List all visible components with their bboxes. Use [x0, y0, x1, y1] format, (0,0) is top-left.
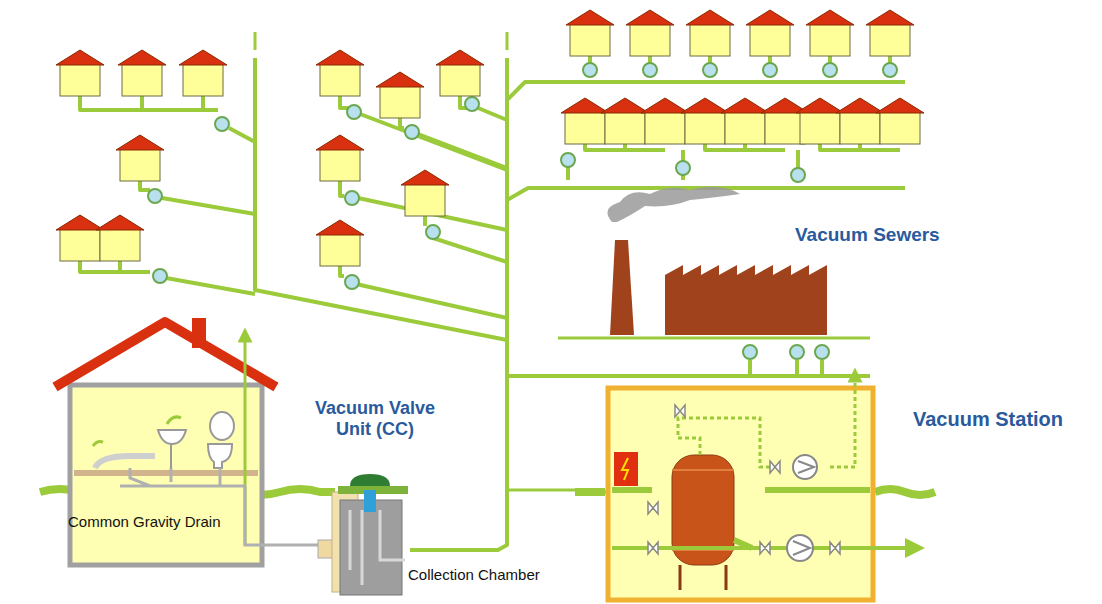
house-body	[565, 112, 605, 144]
houses	[56, 10, 924, 266]
section-title: Vacuum Valve Unit (CC)	[295, 398, 455, 439]
house-roof	[56, 50, 104, 65]
valve-pit	[791, 168, 805, 182]
house-body	[60, 64, 100, 96]
valve-pit	[405, 125, 419, 139]
valve-pit	[345, 191, 359, 205]
house-roof	[116, 135, 164, 150]
section-title: Vacuum Station	[913, 408, 1098, 431]
house-body	[645, 112, 685, 144]
valve-pit	[883, 63, 897, 77]
house-roof	[681, 98, 729, 113]
house-roof	[316, 220, 364, 235]
vacuum-station	[608, 375, 915, 600]
house-body	[870, 24, 910, 56]
house-body	[800, 112, 840, 144]
part-label: Collection Chamber	[408, 566, 598, 583]
collection-chamber	[318, 474, 408, 595]
valve-pit	[763, 63, 777, 77]
valve-pit	[561, 153, 575, 167]
valve-pit	[465, 97, 479, 111]
house-roof	[626, 10, 674, 25]
house-roof	[806, 10, 854, 25]
valve-pit	[743, 345, 757, 359]
house-body	[880, 112, 920, 144]
house-roof	[876, 98, 924, 113]
house-body	[605, 112, 645, 144]
house-body	[570, 24, 610, 56]
house-roof	[96, 215, 144, 230]
house-roof	[686, 10, 734, 25]
house-body	[320, 64, 360, 96]
house-body	[320, 149, 360, 181]
house-roof	[836, 98, 884, 113]
house-roof	[401, 170, 449, 185]
house-body	[765, 112, 805, 144]
house-roof	[561, 98, 609, 113]
house-roof	[641, 98, 689, 113]
house-roof	[316, 50, 364, 65]
house-body	[725, 112, 765, 144]
house-body	[100, 229, 140, 261]
house-body	[690, 24, 730, 56]
house-body	[380, 86, 420, 118]
valve-pit	[345, 275, 359, 289]
house-body	[630, 24, 670, 56]
valve-pit	[583, 63, 597, 77]
house-body	[440, 64, 480, 96]
valve-pit	[815, 345, 829, 359]
house-section	[55, 318, 318, 565]
house-body	[685, 112, 725, 144]
house-roof	[866, 10, 914, 25]
valve-pit	[676, 161, 690, 175]
house-body	[120, 149, 160, 181]
house-roof	[566, 10, 614, 25]
part-label: Common Gravity Drain	[68, 513, 258, 530]
valve-pit	[148, 189, 162, 203]
house-roof	[721, 98, 769, 113]
section-title: Vacuum Sewers	[795, 224, 995, 246]
house-roof	[316, 135, 364, 150]
house-body	[840, 112, 880, 144]
house-roof	[601, 98, 649, 113]
factory	[608, 187, 828, 335]
house-roof	[436, 50, 484, 65]
ground-line	[875, 489, 935, 495]
house-body	[320, 234, 360, 266]
house-roof	[179, 50, 227, 65]
house-body	[750, 24, 790, 56]
house-body	[60, 229, 100, 261]
house-roof	[796, 98, 844, 113]
house-roof	[376, 72, 424, 87]
house-body	[183, 64, 223, 96]
valve-pit	[347, 105, 361, 119]
valve-pit	[643, 63, 657, 77]
house-roof	[118, 50, 166, 65]
house-roof	[56, 215, 104, 230]
house-body	[810, 24, 850, 56]
vacuum-valves	[148, 63, 897, 359]
house-body	[122, 64, 162, 96]
valve-pit	[703, 63, 717, 77]
house-roof	[746, 10, 794, 25]
house-body	[405, 184, 445, 216]
valve-pit	[426, 225, 440, 239]
valve-pit	[823, 63, 837, 77]
valve-pit	[215, 117, 229, 131]
valve-pit	[153, 269, 167, 283]
valve-pit	[790, 345, 804, 359]
